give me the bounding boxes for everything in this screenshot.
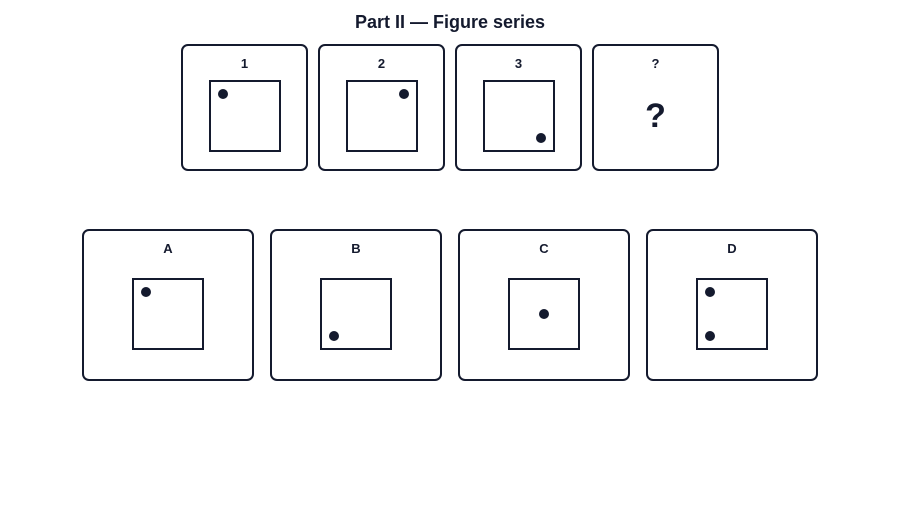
dot-marker (539, 309, 549, 319)
sequence-card-label: 1 (240, 56, 249, 71)
option-card-b[interactable]: B (270, 229, 442, 381)
option-card-c[interactable]: C (458, 229, 630, 381)
sequence-card-2: 2 (318, 44, 445, 171)
square-figure (483, 80, 555, 152)
dot-marker (399, 89, 409, 99)
dot-marker (141, 287, 151, 297)
dot-marker (705, 287, 715, 297)
sequence-card-3: 3 (455, 44, 582, 171)
option-label: C (539, 241, 549, 256)
sequence-card-missing: ? ? (592, 44, 719, 171)
sequence-card-label: 2 (377, 56, 386, 71)
square-figure (346, 80, 418, 152)
square-figure (508, 278, 580, 350)
page-title: Part II — Figure series (354, 12, 546, 32)
square-figure (696, 278, 768, 350)
square-figure (320, 278, 392, 350)
dot-marker (705, 331, 715, 341)
sequence-card-label: 3 (514, 56, 523, 71)
missing-figure-question-mark: ? (645, 97, 666, 135)
dot-marker (536, 133, 546, 143)
square-figure (209, 80, 281, 152)
option-label: B (351, 241, 361, 256)
dot-marker (218, 89, 228, 99)
square-figure (132, 278, 204, 350)
sequence-card-1: 1 (181, 44, 308, 171)
dot-marker (329, 331, 339, 341)
option-card-a[interactable]: A (82, 229, 254, 381)
option-card-d[interactable]: D (646, 229, 818, 381)
sequence-card-label: ? (651, 56, 660, 71)
option-label: A (163, 241, 173, 256)
option-label: D (727, 241, 737, 256)
